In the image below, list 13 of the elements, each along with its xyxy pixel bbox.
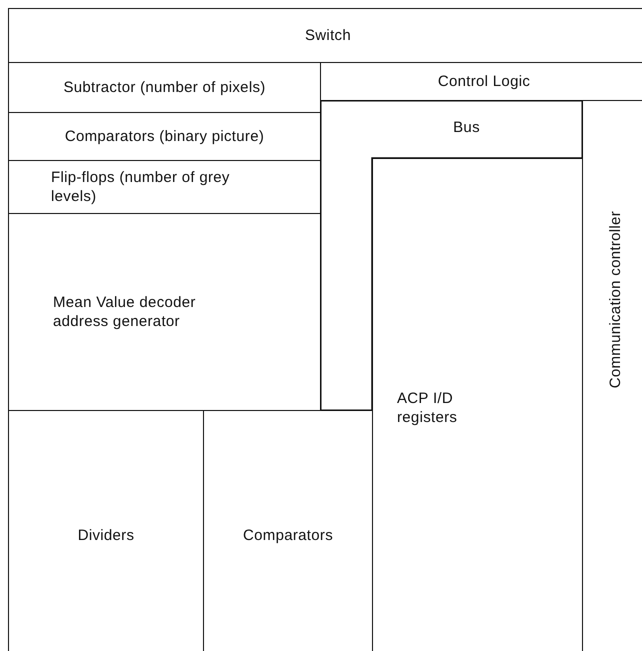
module-label: Communication controller [606, 211, 624, 389]
module-label: Subtractor (number of pixels) [63, 78, 266, 97]
module-label: Dividers [78, 526, 134, 544]
module-label: Switch [305, 26, 351, 45]
module-label: Comparators (binary picture) [64, 127, 264, 146]
bus-outline [320, 100, 583, 411]
module-label: Flip-flops (number of grey levels) [51, 168, 231, 206]
module-box [8, 8, 642, 63]
module-label: Control Logic [438, 72, 530, 91]
module-label: Mean Value decoder address generator [53, 293, 197, 331]
module-label: Comparators [243, 526, 333, 544]
module-label: Bus [453, 118, 480, 137]
module-label: ACP I/D registers [397, 389, 458, 427]
